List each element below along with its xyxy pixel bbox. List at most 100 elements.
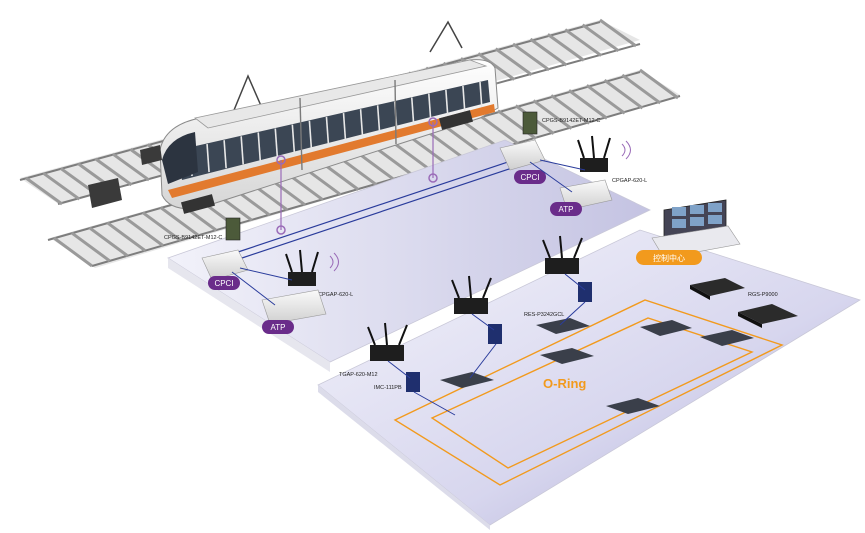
track-sleeper: [124, 216, 164, 247]
core-switch-icon: [690, 278, 745, 296]
track-sleeper: [94, 157, 133, 187]
access-links: [387, 273, 586, 416]
control-center-pill: 控制中心: [636, 250, 702, 265]
track-sleeper: [639, 68, 679, 100]
track-sleeper: [564, 28, 603, 57]
trackside-ap-icon: [367, 322, 408, 361]
track-sleeper: [159, 206, 200, 237]
cpci-pill: CPCI: [208, 276, 240, 290]
onboard-switch-icon: [522, 111, 538, 135]
track-sleeper: [599, 18, 637, 48]
track-sleeper: [621, 73, 662, 105]
onboard-cluster-top: CPGS-B9142ET-M12-C CPCI CPGAP-620-L ATP: [499, 111, 647, 216]
wifi-signal-icon: [329, 252, 339, 272]
trackside-aps: TGAP-620-M12: [339, 235, 583, 378]
track-sleeper: [603, 78, 644, 110]
ring-switch-icon: [700, 330, 754, 346]
ring-switch-icon: [640, 320, 692, 336]
trackside-network-plane: [317, 229, 861, 530]
window-divider: [291, 124, 296, 153]
window-divider: [462, 85, 466, 114]
track-sleeper: [494, 47, 533, 76]
track-sleeper: [408, 134, 449, 166]
window-divider: [376, 105, 381, 134]
ring-switch-label: RES-P3242GCL: [524, 312, 564, 318]
track-sleeper: [112, 152, 150, 182]
window-divider: [428, 93, 432, 122]
media-converter-icon: [488, 324, 502, 344]
track-sleeper: [141, 211, 182, 242]
atp-pill: ATP: [550, 202, 582, 216]
track-sleeper: [477, 52, 516, 81]
car-joint-1: [299, 97, 303, 171]
window-divider: [308, 120, 313, 149]
track-sleeper: [532, 99, 573, 130]
wifi-signal-icon: [621, 140, 631, 160]
cpci-label: CPCI: [520, 173, 539, 182]
track-sleeper: [70, 231, 111, 263]
window-divider: [445, 89, 449, 118]
train-windshield: [162, 132, 198, 184]
window-divider: [257, 132, 262, 161]
track-sleeper: [479, 114, 520, 146]
track-sleeper: [53, 236, 93, 268]
media-converter-label: IMC-111PB: [374, 385, 402, 391]
track-sleeper: [372, 145, 413, 176]
trackside-ap-icon: [542, 235, 583, 274]
car-joint-2: [394, 79, 397, 145]
track-sleeper: [568, 89, 608, 120]
window-divider: [342, 113, 347, 142]
atp-label: ATP: [271, 323, 286, 332]
pantograph-rear: [429, 20, 463, 53]
ring-switch-icon: [440, 372, 494, 388]
track-sleeper: [550, 94, 591, 125]
window-divider: [479, 81, 483, 111]
core-switch-icon: [738, 304, 798, 324]
atp-label: ATP: [559, 205, 574, 214]
track-sleeper: [529, 37, 568, 67]
core-switch-label: RGS-P9000: [748, 292, 778, 298]
cpci-rack: [499, 139, 546, 171]
track-sleeper: [25, 176, 63, 206]
ring-switch-icon: [540, 348, 594, 364]
wireless-ap-icon: [285, 249, 319, 286]
train-stripe: [168, 104, 495, 198]
window-divider: [240, 136, 244, 165]
core-switches: RGS-P9000: [690, 278, 798, 328]
atp-pill: ATP: [262, 320, 294, 334]
bogie-front: [180, 194, 216, 214]
media-converter-icon: [406, 372, 420, 392]
o-ring-label: O-Ring: [543, 376, 586, 391]
track-sleeper: [106, 221, 147, 252]
cpci-pill: CPCI: [514, 170, 546, 184]
track-sleeper: [443, 124, 484, 156]
trackside-ap-label: TGAP-620-M12: [339, 372, 378, 378]
wireless-links: [276, 117, 438, 235]
train-roof: [194, 59, 488, 129]
window-divider: [223, 140, 227, 169]
control-center: 控制中心: [636, 199, 741, 265]
ring-switch-icon: [606, 398, 660, 414]
ring-switches: RES-P3242GCL: [440, 312, 754, 414]
window-divider: [325, 116, 330, 145]
window-divider: [359, 109, 364, 138]
ap-label: CPGAP-620-L: [612, 178, 647, 184]
tram-train: [159, 20, 499, 214]
onboard-switch-icon: [225, 217, 241, 241]
onboard-switch-label: CPGS-B9142ET-M12-C: [164, 235, 222, 241]
trackside-boxes: [88, 145, 162, 208]
track-sleeper: [512, 42, 550, 72]
cpci-label: CPCI: [214, 279, 233, 288]
onboard-switch-label: CPGS-B9142ET-M12-C: [542, 118, 600, 124]
atp-box: [261, 289, 327, 325]
trackside-ap-icon: [451, 275, 492, 314]
bogie-rear: [438, 110, 474, 130]
media-converter-icon: [578, 282, 592, 302]
pantograph-front: [231, 74, 263, 116]
track-sleeper: [585, 84, 626, 115]
ring-switch-icon: [536, 318, 590, 334]
track-sleeper: [88, 226, 129, 258]
window-divider: [274, 128, 279, 157]
track-sleeper: [581, 23, 620, 53]
